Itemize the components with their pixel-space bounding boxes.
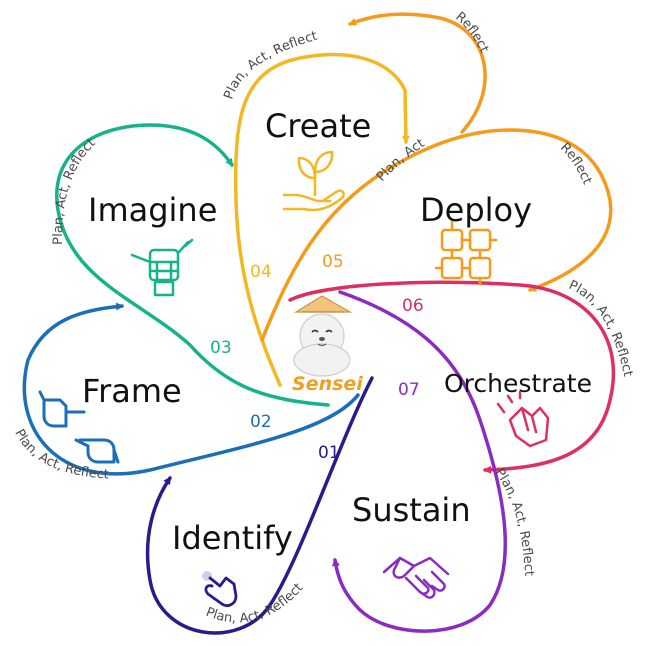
imagine-loop-path <box>55 123 330 407</box>
hand-with-sprout-icon <box>282 150 345 212</box>
interlocking-hands-icon <box>434 220 498 286</box>
framing-hands-icon <box>38 390 120 464</box>
stage-number-orchestrate: 06 <box>402 296 424 316</box>
stage-number-identify: 01 <box>318 443 340 463</box>
stage-name-frame: Frame <box>82 372 182 410</box>
stage-name-deploy: Deploy <box>420 191 532 229</box>
create-return-label: Reflect <box>452 9 491 55</box>
raised-fist-with-brush-icon <box>130 238 194 297</box>
identify-loop-path <box>145 376 374 635</box>
stage-number-imagine: 03 <box>210 338 232 358</box>
frame-loop-path <box>22 302 360 476</box>
stage-number-deploy: 05 <box>322 252 344 272</box>
orchestrate-loop-path <box>288 280 616 474</box>
stage-number-frame: 02 <box>250 412 272 432</box>
stage-name-imagine: Imagine <box>88 191 217 229</box>
stage-name-orchestrate: Orchestrate <box>444 369 592 398</box>
pointing-hand-icon <box>202 571 238 607</box>
sustain-loop-label: Plan, Act, Reflect <box>492 466 537 577</box>
deploy-loop-path <box>260 128 613 342</box>
sustain-loop-path <box>331 290 507 633</box>
stage-number-sustain: 07 <box>398 380 420 400</box>
frame-loop-label: Plan, Act, Reflect <box>11 427 109 483</box>
stage-number-create: 04 <box>250 262 272 282</box>
handshake-icon <box>382 556 450 599</box>
create-loop-path <box>233 52 410 387</box>
stage-name-create: Create <box>265 107 371 145</box>
stage-name-identify: Identify <box>172 519 293 557</box>
stage-name-sustain: Sustain <box>352 491 471 529</box>
clapping-hands-icon <box>496 390 550 448</box>
center-wordmark: Sensei <box>292 373 363 395</box>
create-reflect-arrow <box>348 12 487 134</box>
create-loop-label: Plan, Act, Reflect <box>221 29 319 102</box>
deploy-loop-label: Plan, Act <box>374 136 427 185</box>
seal-with-conical-hat-icon <box>293 295 353 377</box>
